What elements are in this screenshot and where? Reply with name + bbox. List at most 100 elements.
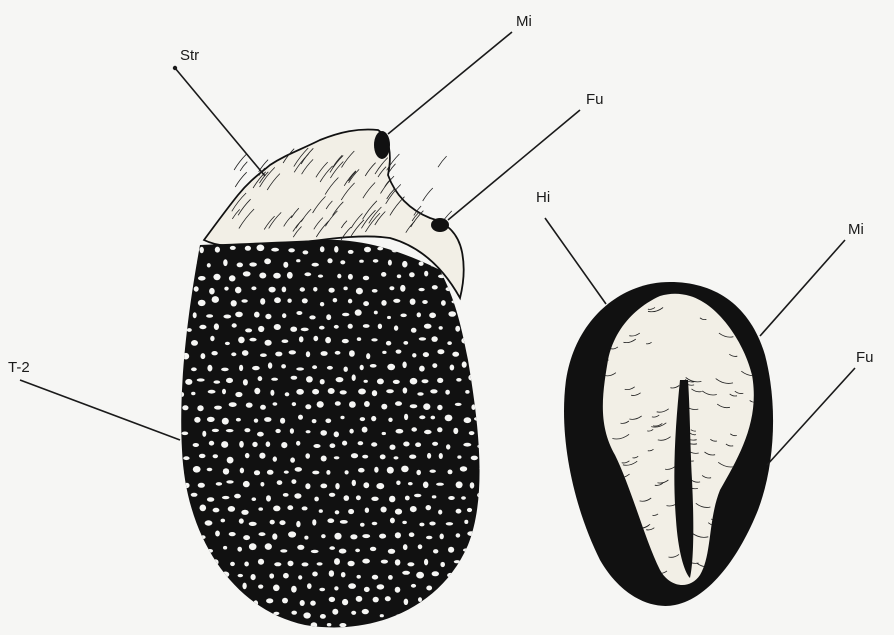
testa-pit bbox=[251, 286, 256, 290]
testa-pit bbox=[290, 428, 294, 434]
testa-pit bbox=[342, 313, 349, 317]
testa-pit bbox=[363, 301, 369, 306]
testa-pit bbox=[424, 559, 428, 566]
testa-pit bbox=[357, 575, 361, 579]
testa-pit bbox=[387, 624, 394, 628]
testa-pit bbox=[273, 506, 280, 512]
testa-pit bbox=[179, 312, 183, 317]
testa-pit bbox=[298, 415, 303, 420]
testa-pit bbox=[213, 508, 220, 513]
testa-pit bbox=[306, 351, 310, 357]
testa-pit bbox=[270, 520, 275, 525]
testa-pit bbox=[184, 613, 191, 617]
testa-pit bbox=[423, 352, 429, 357]
testa-pit bbox=[287, 299, 291, 303]
testa-pit bbox=[386, 341, 391, 346]
testa-pit bbox=[378, 324, 382, 329]
testa-pit bbox=[230, 611, 235, 617]
testa-pit bbox=[292, 402, 296, 406]
testa-pit bbox=[241, 510, 248, 515]
testa-pit bbox=[470, 327, 475, 333]
testa-pit bbox=[219, 624, 226, 630]
testa-pit bbox=[452, 614, 460, 618]
testa-pit bbox=[320, 614, 326, 619]
testa-pit bbox=[237, 263, 243, 268]
testa-pit bbox=[231, 300, 237, 306]
testa-pit bbox=[439, 326, 443, 330]
right-seed bbox=[564, 282, 773, 606]
testa-pit bbox=[279, 520, 285, 525]
testa-pit bbox=[416, 470, 421, 475]
testa-pit bbox=[426, 536, 432, 540]
testa-pit bbox=[381, 404, 387, 410]
testa-pit bbox=[221, 519, 226, 523]
testa-pit bbox=[410, 299, 416, 305]
testa-pit bbox=[335, 483, 339, 489]
testa-pit bbox=[477, 444, 484, 448]
testa-pit bbox=[176, 469, 184, 474]
testa-pit bbox=[252, 442, 257, 447]
testa-pit bbox=[429, 313, 436, 319]
testa-pit bbox=[178, 258, 183, 262]
testa-pit bbox=[476, 624, 482, 629]
testa-pit bbox=[396, 481, 400, 486]
testa-pit bbox=[265, 340, 272, 346]
testa-pit bbox=[387, 316, 391, 319]
testa-pit bbox=[183, 456, 189, 460]
testa-pit bbox=[325, 419, 331, 424]
testa-pit bbox=[223, 546, 227, 550]
testa-pit bbox=[288, 248, 295, 252]
testa-pit bbox=[257, 432, 264, 437]
testa-pit bbox=[471, 249, 478, 255]
testa-pit bbox=[467, 508, 472, 512]
testa-pit bbox=[300, 287, 305, 291]
leader-mi-left bbox=[388, 32, 512, 134]
testa-pit bbox=[194, 417, 200, 423]
testa-pit bbox=[259, 273, 266, 279]
testa-pit bbox=[223, 259, 227, 266]
testa-pit bbox=[448, 547, 454, 553]
seed-body bbox=[181, 240, 479, 628]
testa-pit bbox=[197, 405, 203, 411]
testa-pit bbox=[318, 275, 323, 278]
testa-pit bbox=[243, 481, 250, 487]
testa-pit bbox=[228, 583, 233, 588]
testa-pit bbox=[274, 562, 281, 566]
testa-pit bbox=[258, 559, 264, 565]
leader-hi bbox=[545, 218, 606, 304]
testa-pit bbox=[342, 441, 347, 446]
testa-pit bbox=[400, 285, 405, 292]
testa-pit bbox=[245, 453, 250, 458]
strophiole-stroke bbox=[438, 156, 447, 167]
testa-pit bbox=[349, 401, 356, 408]
testa-pit bbox=[348, 583, 356, 589]
testa-pit bbox=[207, 625, 213, 631]
testa-pit bbox=[273, 612, 279, 615]
testa-pit bbox=[273, 585, 280, 592]
testa-pit bbox=[310, 601, 316, 606]
testa-pit bbox=[328, 388, 335, 394]
hilum-stroke bbox=[753, 303, 760, 305]
testa-pit bbox=[340, 416, 344, 419]
testa-pit bbox=[303, 612, 310, 618]
testa-pit bbox=[252, 366, 260, 370]
testa-pit bbox=[397, 274, 401, 278]
testa-pit bbox=[287, 505, 293, 510]
testa-pit bbox=[258, 507, 263, 510]
testa-pit bbox=[251, 574, 256, 580]
testa-pit bbox=[179, 597, 186, 601]
testa-pit bbox=[348, 299, 352, 304]
testa-pit bbox=[191, 340, 198, 346]
testa-pit bbox=[439, 453, 443, 459]
testa-pit bbox=[230, 562, 235, 566]
testa-pit bbox=[402, 521, 407, 524]
testa-pit bbox=[222, 418, 229, 425]
testa-pit bbox=[272, 533, 277, 539]
testa-pit bbox=[479, 467, 484, 471]
testa-pit bbox=[302, 562, 309, 566]
testa-pit bbox=[381, 300, 386, 306]
strophiole-stroke bbox=[423, 188, 433, 201]
testa-pit bbox=[464, 417, 472, 423]
testa-pit bbox=[249, 262, 257, 266]
